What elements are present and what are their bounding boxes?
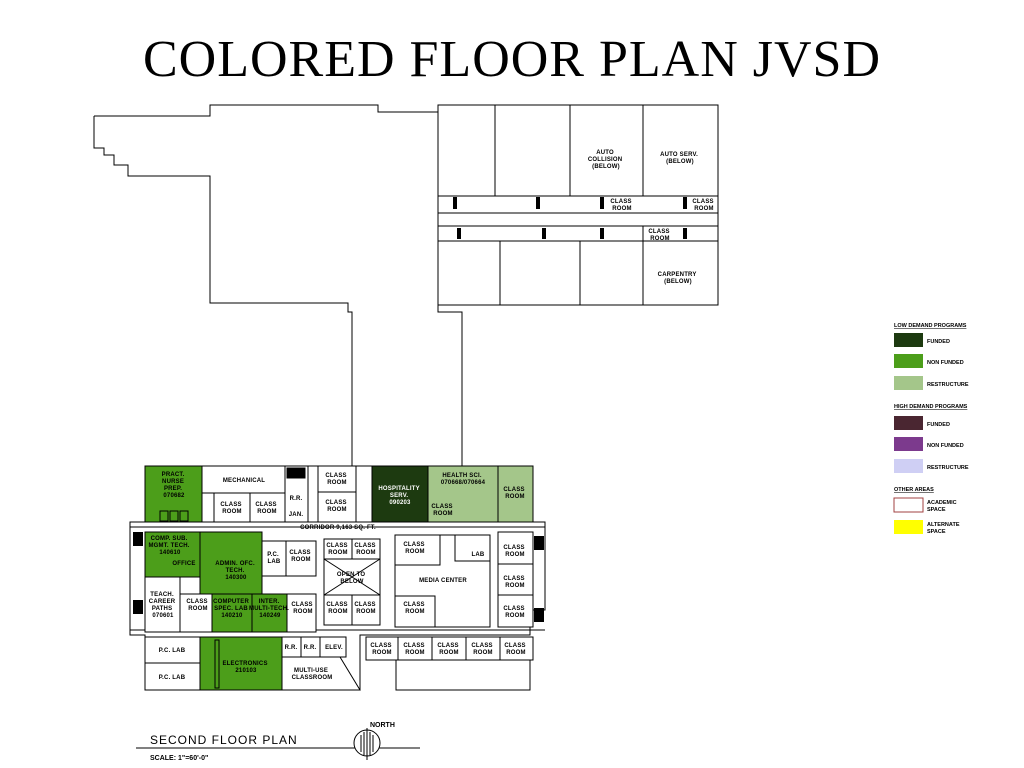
class-room-label-w: CLASS ROOM (504, 643, 527, 656)
second-floor-stairs (133, 532, 544, 622)
class-room-label-i: CLASS ROOM (354, 543, 377, 556)
legend-alternate: ALTERNATE SPACE (927, 522, 961, 535)
hospitality-label: HOSPITALITY SERV. 090203 (378, 486, 421, 506)
class-room-label-v: CLASS ROOM (471, 643, 494, 656)
class-room-label-f: CLASS ROOM (503, 487, 526, 500)
admin-ofc-label: ADMIN. OFC. TECH. 140300 (215, 561, 256, 581)
computer-spec-room (211, 593, 253, 633)
pc-lab-room-1 (144, 636, 201, 664)
plan-title: SECOND FLOOR PLAN (150, 733, 298, 747)
legend-low-funded: FUNDED (927, 339, 950, 345)
class-room-label-a: CLASS ROOM (220, 502, 243, 515)
second-floor-bottom-row (144, 636, 534, 691)
class-room-label-g: CLASS ROOM (289, 550, 312, 563)
class-room-label-d: CLASS ROOM (325, 500, 348, 513)
class-room-label-j: CLASS ROOM (326, 602, 349, 615)
class-room-label-m: CLASS ROOM (403, 602, 426, 615)
class-room-label-q: CLASS ROOM (186, 599, 209, 612)
rr-label-1: R.R. (290, 496, 303, 502)
class-room-label-r: CLASS ROOM (291, 602, 314, 615)
page-title: COLORED FLOOR PLAN JVSD (142, 31, 882, 88)
class-room-label-o: CLASS ROOM (503, 576, 526, 589)
class-room-label-p: CLASS ROOM (503, 606, 526, 619)
legend-low-nonfunded-swatch (894, 354, 923, 368)
class-room-label-ur1: CLASS ROOM (610, 199, 633, 212)
multi-use-label: MULTI-USE CLASSROOM (292, 668, 333, 681)
class-room-label-c: CLASS ROOM (325, 473, 348, 486)
pc-lab-label-mid: P.C. LAB (267, 552, 281, 565)
corridor-label: CORRIDOR 9,163 SQ. FT. (300, 525, 376, 531)
upper-building-outline (93, 104, 463, 466)
legend-high-nonfunded: NON FUNDED (927, 443, 964, 449)
comp-sub-label: COMP. SUB. MGMT. TECH. 140610 (148, 536, 191, 556)
auto-collision-label: AUTO COLLISION (BELOW) (588, 150, 624, 170)
class-room-label-ur2: CLASS ROOM (692, 199, 715, 212)
second-floor-middle (144, 531, 534, 633)
class-room-label-n: CLASS ROOM (503, 545, 526, 558)
upper-right-wing (437, 104, 719, 306)
legend: LOW DEMAND PROGRAMS FUNDED NON FUNDED RE… (893, 323, 969, 535)
class-room-label-h: CLASS ROOM (326, 543, 349, 556)
pract-nurse-label: PRACT. NURSE PREP. 070682 (162, 472, 187, 499)
health-sci-label: HEALTH SCI. 070668/070664 (441, 473, 486, 486)
legend-academic: ACADEMIC SPACE (927, 500, 958, 513)
inter-multi-room (251, 593, 288, 633)
legend-other-heading: OTHER AREAS (894, 487, 934, 493)
legend-low-nonfunded: NON FUNDED (927, 360, 964, 366)
computer-spec-label: COMPUTER SPEC. LAB 140210 (213, 599, 251, 619)
legend-low-restr-swatch (894, 376, 923, 390)
inter-multi-label: INTER. MULTI-TECH. 140249 (249, 599, 291, 619)
legend-high-heading: HIGH DEMAND PROGRAMS (894, 404, 968, 410)
legend-high-funded-swatch (894, 416, 923, 430)
teach-career-room (144, 576, 181, 633)
admin-ofc-room (199, 531, 263, 595)
mechanical-room (201, 465, 286, 494)
legend-high-restr-swatch (894, 459, 923, 473)
teach-career-label: TEACH. CAREER PATHS 070601 (149, 592, 177, 619)
legend-high-funded: FUNDED (927, 422, 950, 428)
legend-low-funded-swatch (894, 333, 923, 347)
class-room-label-k: CLASS ROOM (354, 602, 377, 615)
legend-academic-swatch (893, 497, 924, 513)
open-below-label: OPEN TO BELOW (337, 572, 367, 585)
legend-alternate-swatch (894, 520, 923, 534)
jan-label: JAN. (289, 512, 304, 518)
class-room-label-u: CLASS ROOM (437, 643, 460, 656)
class-room-label-l: CLASS ROOM (403, 542, 426, 555)
class-room-label-s: CLASS ROOM (370, 643, 393, 656)
class-room-label-ur3: CLASS ROOM (648, 229, 671, 242)
media-center-label: MEDIA CENTER (419, 578, 467, 584)
auto-serv-label: AUTO SERV. (BELOW) (660, 152, 700, 165)
legend-low-restr: RESTRUCTURE (927, 382, 969, 388)
lab-label: LAB (472, 552, 485, 558)
second-floor-top-row (144, 465, 534, 523)
rr-label-2: R.R. (285, 645, 298, 651)
elev-label: ELEV. (325, 645, 343, 651)
class-room-label-b: CLASS ROOM (255, 502, 278, 515)
upper-right-stairs (453, 197, 687, 239)
legend-high-restr: RESTRUCTURE (927, 465, 969, 471)
office-label: OFFICE (172, 561, 195, 567)
class-room-label-t: CLASS ROOM (403, 643, 426, 656)
plan-title-block: SECOND FLOOR PLAN SCALE: 1"=60'-0" NORTH (136, 722, 420, 762)
pc-lab-label-1: P.C. LAB (159, 648, 186, 654)
carpentry-label: CARPENTRY (BELOW) (658, 272, 699, 285)
mechanical-label: MECHANICAL (223, 478, 265, 484)
health-sci-room (427, 465, 534, 523)
plan-scale: SCALE: 1"=60'-0" (150, 755, 208, 762)
rr-label-3: R.R. (304, 645, 317, 651)
north-label: NORTH (370, 722, 395, 729)
pc-lab-label-2: P.C. LAB (159, 675, 186, 681)
electronics-label: ELECTRONICS 210103 (222, 661, 269, 674)
legend-low-heading: LOW DEMAND PROGRAMS (894, 323, 967, 329)
class-room-label-e: CLASS ROOM (431, 504, 454, 517)
legend-high-nonfunded-swatch (894, 437, 923, 451)
